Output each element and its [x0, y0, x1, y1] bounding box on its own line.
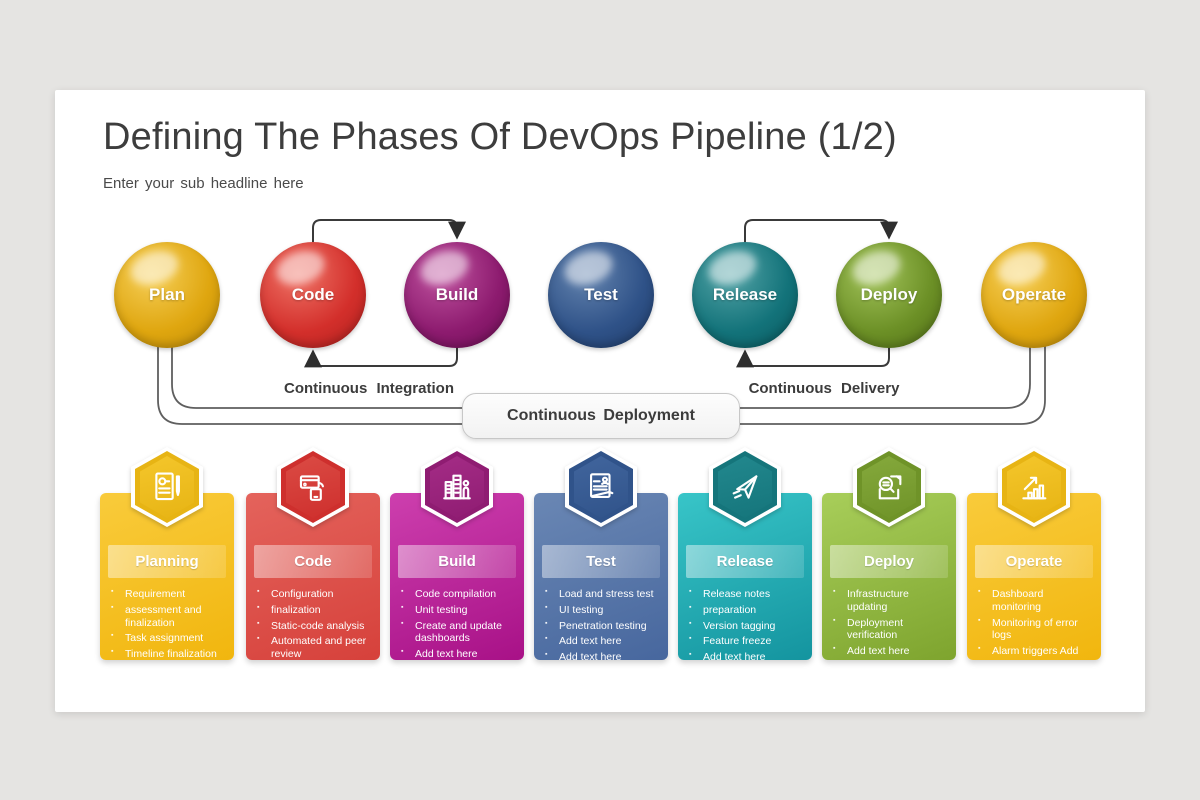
circle-gloss — [560, 244, 617, 291]
card-bullet-item: UI testing — [544, 604, 660, 617]
card-bullet-item: assessment and finalization — [110, 604, 226, 630]
growth-chart-icon — [1022, 476, 1047, 500]
slide: Defining The Phases Of DevOps Pipeline (… — [55, 90, 1145, 712]
card-bullet-item: Penetration testing — [544, 620, 660, 633]
card-bullet-list: Configuration finalization Static-code a… — [256, 588, 372, 661]
card-bullet-item: Timeline finalization — [110, 648, 226, 661]
card-title: Deploy — [830, 545, 948, 578]
card-bullet-item: Add text here — [544, 635, 660, 648]
hex-badge-planning — [131, 447, 203, 527]
ci-arrow-bottom — [304, 346, 458, 368]
hex-badge-operate — [998, 447, 1070, 527]
card-bullet-item: Version tagging — [688, 620, 804, 633]
stage-circle-build: Build — [404, 242, 510, 348]
stage-label: Release — [712, 285, 778, 304]
card-bullet-item: Dashboard monitoring — [977, 588, 1093, 614]
circle-gloss — [416, 244, 473, 291]
card-bullet-item: Feature freeze — [688, 635, 804, 648]
hex-badge-deploy — [853, 447, 925, 527]
card-bullet-list: Requirement assessment and finalization … — [110, 588, 226, 661]
page-subtitle: Enter your sub headline here — [103, 175, 304, 192]
card-bullet-item: Add text here — [544, 651, 660, 664]
card-title: Test — [542, 545, 660, 578]
circle-gloss — [272, 244, 329, 291]
card-bullet-item: Alarm triggers Add — [977, 645, 1093, 658]
card-bullet-item: Create and update dashboards — [400, 620, 516, 646]
continuous-deployment-badge: Continuous Deployment — [462, 393, 740, 439]
card-bullet-item: Release notes — [688, 588, 804, 601]
stage-label: Code — [291, 285, 335, 304]
card-bullet-item: Monitoring of error logs — [977, 617, 1093, 643]
stage-label: Deploy — [860, 285, 918, 304]
stage-label: Test — [584, 285, 618, 304]
card-bullet-item: Infrastructure updating — [832, 588, 948, 614]
card-bullet-list: Code compilation Unit testing Create and… — [400, 588, 516, 661]
card-bullet-item: finalization — [256, 604, 372, 617]
card-title: Release — [686, 545, 804, 578]
ci-arrow-top — [312, 219, 466, 242]
cd-arrow-top — [744, 219, 898, 242]
hex-badge-code — [277, 447, 349, 527]
continuous-delivery-label: Continuous Delivery — [748, 380, 900, 397]
card-bullet-item: Requirement — [110, 588, 226, 601]
stage-circle-operate: Operate — [981, 242, 1087, 348]
card-bullet-list: Dashboard monitoring Monitoring of error… — [977, 588, 1093, 658]
circle-gloss — [848, 244, 905, 291]
stage-label: Operate — [1001, 285, 1067, 304]
stage-circle-code: Code — [260, 242, 366, 348]
card-bullet-item: Add text here — [832, 645, 948, 658]
card-title: Operate — [975, 545, 1093, 578]
card-bullet-item: Code compilation — [400, 588, 516, 601]
continuous-deployment-text: Continuous Deployment — [507, 407, 695, 424]
hex-badge-release — [709, 447, 781, 527]
magnifier-document-icon — [878, 475, 902, 500]
stage-label: Build — [435, 285, 479, 304]
stage-circle-test: Test — [548, 242, 654, 348]
document-pencil-icon — [155, 472, 180, 501]
circle-gloss — [126, 244, 183, 291]
page-title: Defining The Phases Of DevOps Pipeline (… — [103, 116, 897, 158]
card-bullet-item: Add text here — [400, 648, 516, 661]
circle-gloss — [993, 244, 1050, 291]
card-bullet-item: Deployment verification — [832, 617, 948, 643]
card-title: Build — [398, 545, 516, 578]
paper-plane-icon — [732, 475, 758, 499]
card-bullet-item: Automated and peer review — [256, 635, 372, 661]
card-bullet-item: Task assignment — [110, 632, 226, 645]
card-bullet-item: Add text here — [688, 651, 804, 664]
stage-circle-plan: Plan — [114, 242, 220, 348]
card-bullet-item: Static-code analysis — [256, 620, 372, 633]
city-buildings-person-icon — [443, 474, 471, 500]
card-payment-hand-icon — [299, 475, 324, 501]
card-bullet-list: Infrastructure updating Deployment verif… — [832, 588, 948, 658]
stage-label: Plan — [149, 285, 185, 304]
cd-arrow-bottom — [736, 346, 890, 368]
card-bullet-item: preparation — [688, 604, 804, 617]
phase-card-test: Test Load and stress test UI testing Pen… — [534, 493, 668, 663]
card-bullet-item: Unit testing — [400, 604, 516, 617]
card-title: Code — [254, 545, 372, 578]
card-title: Planning — [108, 545, 226, 578]
hex-badge-test — [565, 447, 637, 527]
hex-badge-build — [421, 447, 493, 527]
card-bullet-list: Release notes preparation Version taggin… — [688, 588, 804, 664]
stage-circle-deploy: Deploy — [836, 242, 942, 348]
circle-gloss — [704, 244, 761, 291]
stage-circle-release: Release — [692, 242, 798, 348]
card-bullet-list: Load and stress test UI testing Penetrat… — [544, 588, 660, 664]
card-bullet-item: Load and stress test — [544, 588, 660, 601]
card-bullet-item: Configuration — [256, 588, 372, 601]
continuous-integration-label: Continuous Integration — [284, 380, 454, 397]
phase-card-release: Release Release notes preparation Versio… — [678, 493, 812, 663]
document-pen-icon — [590, 473, 614, 498]
